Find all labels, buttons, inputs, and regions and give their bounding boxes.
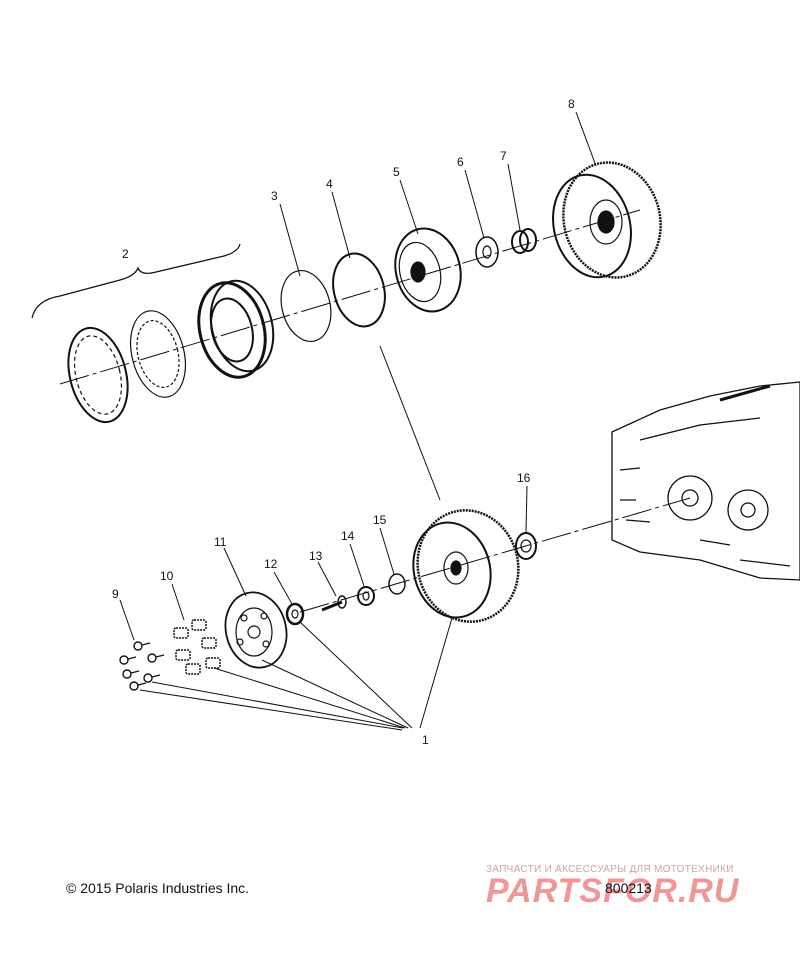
nut-14 [357,586,375,606]
callout-16: 16 [517,471,531,485]
engine-crankcase [611,381,800,581]
clutch-plate-stack [197,279,275,379]
watermark-tagline: ЗАПЧАСТИ И АКСЕССУАРЫ ДЛЯ МОТОТЕХНИКИ [486,864,734,875]
clutch-assembly [412,509,520,623]
bolt-13 [321,595,347,612]
o-ring-3 [280,269,332,343]
friction-plate-outer [67,326,129,424]
callout-3: 3 [271,189,278,203]
watermark-logo: PARTSFOR.RU [486,872,740,910]
clutch-springs [173,619,221,675]
callout-8: 8 [568,97,575,111]
washer-15 [388,573,406,595]
callout-14: 14 [341,529,355,543]
callout-6: 6 [457,155,464,169]
thrust-washer [475,236,499,268]
copyright-notice: © 2015 Polaris Industries Inc. [66,880,250,896]
callout-1: 1 [422,733,429,747]
callout-2: 2 [122,247,129,261]
lower-axis-line [299,497,691,613]
figure-number: 800213 [605,880,652,896]
callout-7: 7 [500,149,507,163]
callout-11: 11 [214,535,227,549]
callout-labels: 1 2 3 4 5 6 7 8 9 10 11 12 13 14 15 16 [112,97,575,747]
steel-plate [130,310,186,398]
callout-5: 5 [393,165,400,179]
callout-15: 15 [373,513,387,527]
pressure-plate [224,591,288,669]
group-bracket [31,243,241,319]
o-ring-4 [332,252,386,328]
callout-13: 13 [309,549,323,563]
callout-10: 10 [160,569,174,583]
spring-bolts [119,641,165,691]
oil-seal [515,532,537,560]
assembly-link-line [379,345,441,501]
clutch-hub [394,227,462,313]
callout-9: 9 [112,587,119,601]
callout-1-leaders [139,617,453,731]
callout-leaders [119,111,597,641]
bushing [511,228,537,254]
callout-12: 12 [264,557,278,571]
upper-axis-line [59,209,641,385]
callout-4: 4 [326,177,333,191]
bearing-12 [285,602,305,626]
